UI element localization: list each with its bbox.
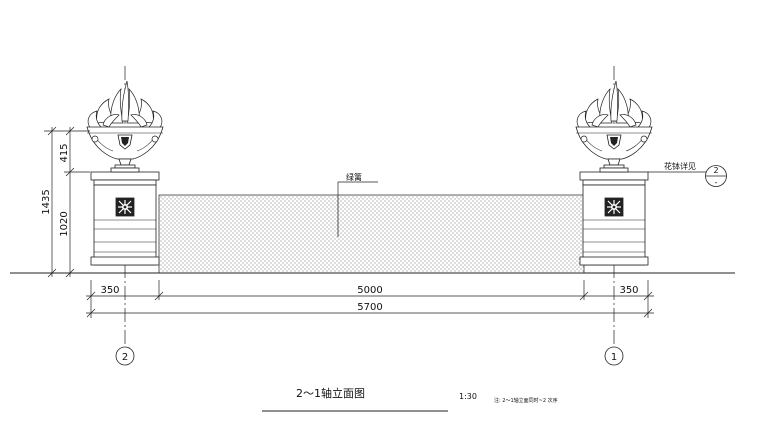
dim-total-height: 1435 [41,189,52,214]
axis-label-right: 1 [611,352,617,363]
planter-left [86,80,164,173]
dim-right-pier: 350 [619,285,638,296]
horizontal-dimensions [86,280,654,318]
axis-label-left: 2 [122,352,128,363]
axis-bubble-right [604,346,624,366]
dim-pier-height: 1020 [59,211,70,236]
dim-overall: 5700 [357,302,382,313]
detail-ref-number: 2 [713,166,718,175]
planter-detail-label: 花钵详见 [664,161,696,171]
drawing-note: 注: 2～1轴立面同时~2 次序 [494,397,558,404]
axis-bubble-left [115,346,135,366]
hedge [158,194,585,274]
hedge-label: 绿篱 [346,172,362,182]
dim-center-span: 5000 [357,285,382,296]
planter-right [575,80,653,173]
pier-right [579,171,649,266]
vertical-dimensions [44,126,90,278]
pier-left [90,171,160,266]
dim-planter-height: 415 [59,143,70,162]
drawing-title: 2～1轴立面图 [296,386,365,400]
detail-ref-sheet: - [715,178,718,187]
dim-left-pier: 350 [100,285,119,296]
drawing-scale: 1:30 [459,392,477,401]
